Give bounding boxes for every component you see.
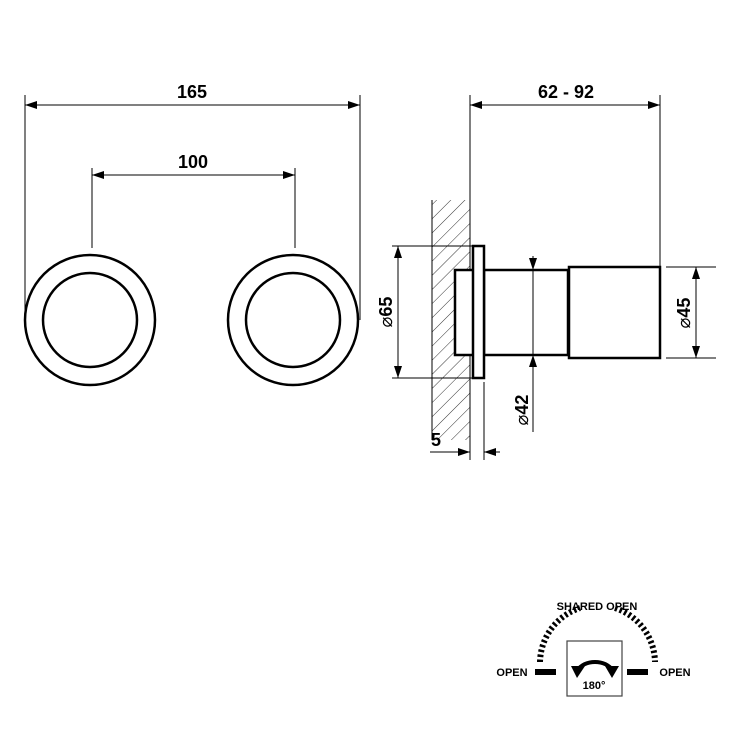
right-arc-dashed (613, 605, 658, 663)
left-handle (41, 271, 139, 369)
dimension-45: ⌀45 (674, 298, 694, 329)
front-view: 165 100 (23, 82, 361, 387)
shared-open-label: SHARED OPEN (557, 601, 638, 613)
dimension-165: 165 (177, 82, 207, 102)
side-view: 62 - 92 ⌀65 ⌀45 ⌀42 5 (376, 82, 716, 460)
body (482, 268, 570, 357)
dimension-65: ⌀65 (376, 297, 396, 328)
left-open-label: OPEN (496, 667, 527, 679)
rotate-arrow-icon (571, 659, 619, 678)
right-open-bar (627, 669, 648, 675)
rotation-legend: SHARED OPEN OPEN OPEN 180° (496, 601, 691, 697)
dimension-100: 100 (178, 152, 208, 172)
dimension-projection: 62 - 92 (538, 82, 594, 102)
flange (471, 244, 486, 380)
dimension-5: 5 (431, 430, 441, 450)
left-open-bar (535, 669, 556, 675)
left-arc-dashed (537, 605, 582, 663)
handle (567, 265, 662, 360)
angle-label: 180° (583, 680, 606, 692)
dimension-42: ⌀42 (512, 395, 532, 426)
right-open-label: OPEN (659, 667, 690, 679)
right-handle (244, 271, 342, 369)
